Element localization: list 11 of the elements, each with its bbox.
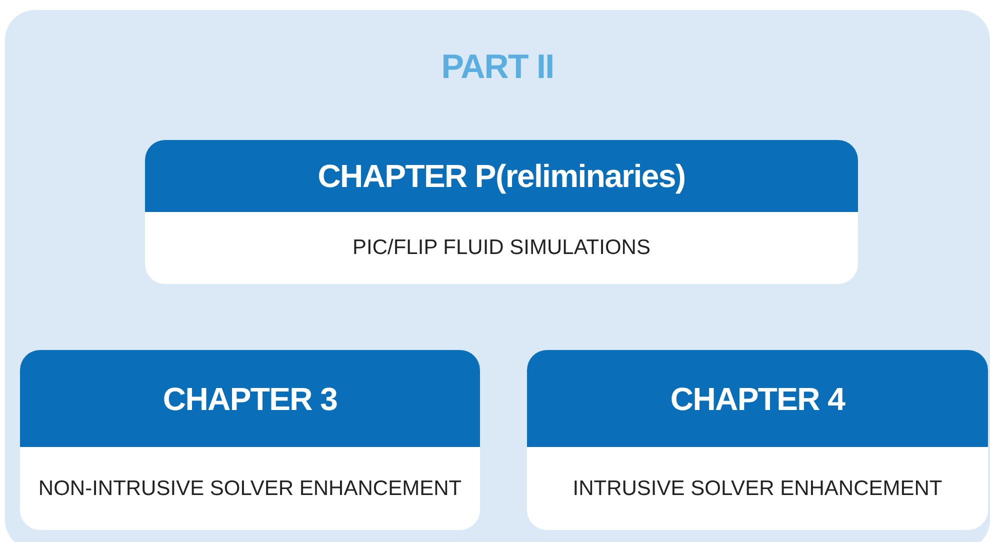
chapter-description: NON-INTRUSIVE SOLVER ENHANCEMENT [37,476,463,502]
chapter-description: PIC/FLIP FLUID SIMULATIONS [352,235,652,262]
chapter-header: CHAPTER 4 [527,350,988,447]
chapter-card [20,350,480,530]
part-title: PART II [440,47,555,88]
chapter-header: CHAPTER 3 [20,350,480,447]
chapter-card [527,350,988,530]
chapter-description: INTRUSIVE SOLVER ENHANCEMENT [572,476,944,502]
chapter-header: CHAPTER P(reliminaries) [145,140,858,212]
chapter-card [145,140,858,284]
part-panel [5,10,990,542]
